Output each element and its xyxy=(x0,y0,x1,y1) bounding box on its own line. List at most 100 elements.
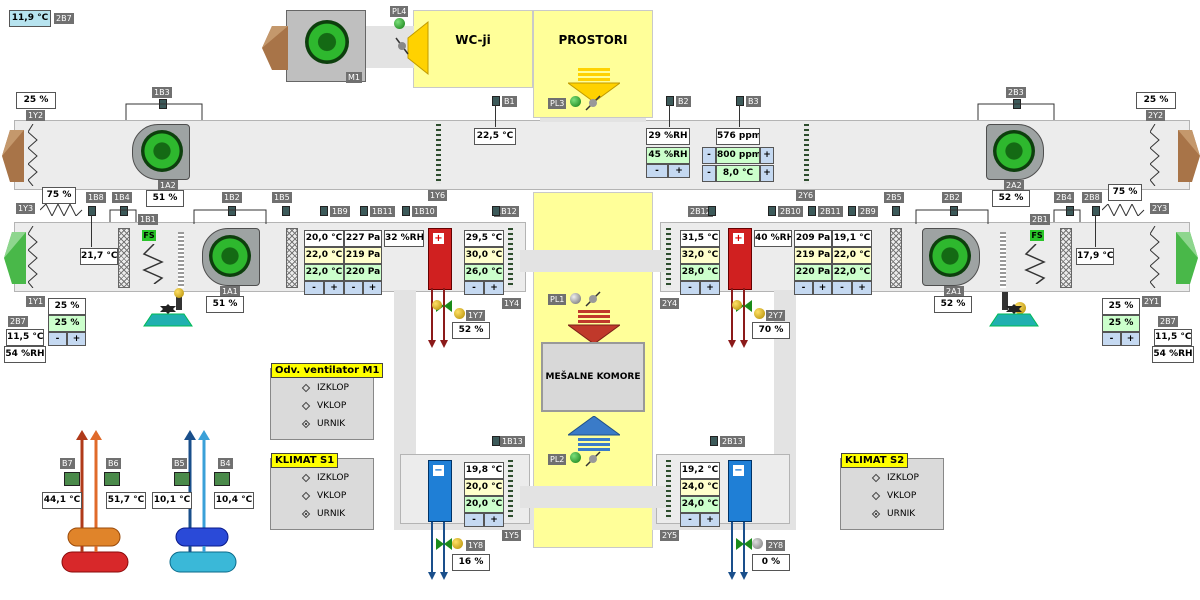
cooler-right-valve-readout: 0 % xyxy=(752,554,790,571)
outdoor-temp-right-readout: 11,5 °C xyxy=(1154,329,1192,346)
left-col3-plus-button[interactable]: + xyxy=(484,281,504,295)
right-col1-minus-button[interactable]: - xyxy=(832,281,852,295)
klimat-s2-option-on[interactable]: VKLOP xyxy=(871,491,916,501)
humidity-setpoint-minus-button[interactable]: - xyxy=(646,164,668,178)
fan-2a1-speed-readout: 52 % xyxy=(934,296,972,313)
co2-setpoint-plus-button[interactable]: + xyxy=(760,147,774,164)
intake-damper-minus-button[interactable]: - xyxy=(48,332,67,346)
left-col3-setpoint-b: 26,0 °C xyxy=(464,264,504,281)
fan-m1-option-off[interactable]: IZKLOP xyxy=(301,383,349,393)
right-col2-minus-button[interactable]: - xyxy=(794,281,813,295)
sensor-1b4-line-icon xyxy=(109,209,137,222)
damper-pl2-motor-icon xyxy=(570,452,581,463)
sensor-b6-icon xyxy=(104,472,120,486)
sensor-2b12-icon xyxy=(708,206,716,216)
heater-right-valve-readout: 70 % xyxy=(752,322,790,339)
left-col2-setpoint-b: 220 Pa xyxy=(344,264,382,281)
heat-recovery-right-coil-icon xyxy=(1024,244,1046,284)
fan-m1-exhaust-arrow-icon xyxy=(262,26,288,70)
sensor-b3-probe xyxy=(739,105,740,127)
fan-m1-option-schedule[interactable]: URNIK xyxy=(301,419,345,429)
left-hx-valve-motor-icon xyxy=(174,288,184,298)
filter-right-icon xyxy=(1060,228,1072,288)
left-col3-minus-button[interactable]: - xyxy=(464,281,484,295)
humidity-setpoint: 45 %RH xyxy=(646,147,690,164)
hx-temp-left-readout: 21,7 °C xyxy=(80,248,118,265)
klimat-s2-option-off[interactable]: IZKLOP xyxy=(871,473,919,483)
heat-recovery-left-coil-icon xyxy=(142,244,164,284)
valve-2y8-tag: 2Y8 xyxy=(766,540,786,551)
fan-1a1-tag: 1A1 xyxy=(220,286,240,297)
sensor-b7-readout: 44,1 °C xyxy=(42,492,82,509)
outdoor-temp-tag: 2B7 xyxy=(54,13,74,24)
temp-setpoint-minus-button[interactable]: - xyxy=(702,165,716,182)
damper-pl3-motor-icon xyxy=(570,96,581,107)
humidity-setpoint-plus-button[interactable]: + xyxy=(668,164,690,178)
heater-left: + xyxy=(428,228,452,290)
left-col2-plus-button[interactable]: + xyxy=(363,281,382,295)
left-col3-actual: 29,5 °C xyxy=(464,230,504,247)
sensor-b2-tag: B2 xyxy=(676,96,691,107)
klimat-s1-option-schedule[interactable]: URNIK xyxy=(301,509,345,519)
sensor-b1-probe xyxy=(495,105,496,127)
left-col1-minus-button[interactable]: - xyxy=(304,281,324,295)
sensor-1b12-icon xyxy=(492,206,500,216)
damper-pl1-blade-icon xyxy=(585,291,601,307)
right-col2-plus-button[interactable]: + xyxy=(813,281,832,295)
left-cool-minus-button[interactable]: - xyxy=(464,513,484,527)
left-col1-plus-button[interactable]: + xyxy=(324,281,344,295)
left-col2-minus-button[interactable]: - xyxy=(344,281,363,295)
right-col3-minus-button[interactable]: - xyxy=(680,281,700,295)
supply-right-intake-arrow-icon xyxy=(1176,232,1198,284)
sensor-1b10-icon xyxy=(402,206,410,216)
co2-setpoint-minus-button[interactable]: - xyxy=(702,147,716,164)
fan-2a1-tag: 2A1 xyxy=(944,286,964,297)
bypass-1y3-readout: 75 % xyxy=(42,187,76,204)
right-intake-damper-minus-button[interactable]: - xyxy=(1102,332,1121,346)
coil-1b-icon xyxy=(178,232,184,288)
klimat-s1-option-off[interactable]: IZKLOP xyxy=(301,473,349,483)
sensor-1b11-icon xyxy=(360,206,368,216)
cold-water-distributor-icon xyxy=(169,430,237,573)
fan-m1-option-on[interactable]: VKLOP xyxy=(301,401,346,411)
intake-damper-plus-button[interactable]: + xyxy=(67,332,86,346)
temp-setpoint-plus-button[interactable]: + xyxy=(760,165,774,182)
hx-temp-right-readout: 17,9 °C xyxy=(1076,248,1114,265)
outdoor-rh-right-readout: 54 %RH xyxy=(1152,346,1194,363)
cooler-left-valve-readout: 16 % xyxy=(452,554,490,571)
sensor-b4-tag: B4 xyxy=(218,458,233,469)
supply-crossover xyxy=(520,250,666,272)
sensor-1b13-tag: 1B13 xyxy=(500,436,525,447)
sensor-b2-probe xyxy=(669,105,670,127)
klimat-s1-option-on[interactable]: VKLOP xyxy=(301,491,346,501)
left-col2-actual: 227 Pa xyxy=(344,230,382,247)
grate-2y6-tag: 2Y6 xyxy=(796,190,816,201)
right-col3-plus-button[interactable]: + xyxy=(700,281,720,295)
right-cool-plus-button[interactable]: + xyxy=(700,513,720,527)
left-cool-plus-button[interactable]: + xyxy=(484,513,504,527)
left-cool-setpoint-a: 20,0 °C xyxy=(464,479,504,496)
damper-pl1-motor-icon xyxy=(570,293,581,304)
right-intake-damper-plus-button[interactable]: + xyxy=(1121,332,1140,346)
valve-1y7-motor-icon xyxy=(454,308,465,319)
temp-setpoint: 8,0 °C xyxy=(716,165,760,182)
right-cool-setpoint-a: 24,0 °C xyxy=(680,479,720,496)
sensor-b1-readout: 22,5 °C xyxy=(474,128,516,145)
sensor-b1-tag: B1 xyxy=(502,96,517,107)
panel-klimat-s1: KLIMAT S1 IZKLOP VKLOP URNIK xyxy=(270,453,374,530)
exhaust-right-arrow-icon xyxy=(1178,130,1200,182)
damper-1y1-tag: 1Y1 xyxy=(26,296,46,307)
klimat-s2-option-schedule[interactable]: URNIK xyxy=(871,509,915,519)
mixing-cold-arrow-icon xyxy=(568,416,620,451)
right-col1-plus-button[interactable]: + xyxy=(852,281,872,295)
right-hx-valve-stem xyxy=(1002,292,1008,310)
grate-1y6-tag: 1Y6 xyxy=(428,190,448,201)
right-cool-minus-button[interactable]: - xyxy=(680,513,700,527)
radio-diamond-icon xyxy=(301,491,311,500)
sensor-2b8-probe xyxy=(1095,215,1096,247)
sensor-1b8-tag: 1B8 xyxy=(86,192,106,203)
sensor-2b9-tag: 2B9 xyxy=(858,206,878,217)
sensor-2b9-icon xyxy=(848,206,856,216)
sensor-2b10-icon xyxy=(768,206,776,216)
sensor-2b3-line-icon xyxy=(977,103,1055,120)
